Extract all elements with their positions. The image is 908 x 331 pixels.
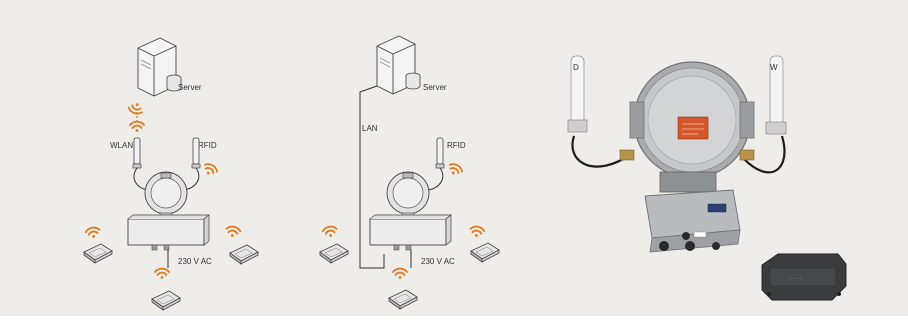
reader-enclosure-icon [128, 172, 209, 250]
rfid-tag-icon [230, 245, 258, 264]
reader-enclosure-icon [370, 172, 451, 250]
wlan-label: WLAN [110, 141, 133, 150]
antenna-icon [133, 138, 141, 168]
rfid-tag-icon [84, 244, 112, 263]
middle-diagram: Server LAN RFID 230 V AC [320, 36, 499, 309]
svg-text:· · · ·: · · · · [789, 276, 802, 282]
wifi-signal-icon [446, 162, 463, 178]
server-icon [138, 38, 181, 96]
left-antenna-label: D [573, 63, 579, 72]
antenna-icon: W [766, 56, 786, 134]
wifi-signal-icon [130, 122, 144, 132]
wifi-signal-icon [322, 226, 338, 239]
antenna-icon [192, 138, 200, 168]
rfid-tag-icon [471, 243, 499, 262]
wifi-signal-icon [201, 162, 218, 178]
reader-photo: D W [568, 56, 846, 300]
wifi-signal-icon [85, 227, 101, 240]
server-label: Server [178, 83, 202, 92]
rfid-label: RFID [198, 141, 217, 150]
rfid-label: RFID [447, 141, 466, 150]
wifi-signal-icon [128, 101, 145, 115]
wifi-signal-icon [469, 226, 485, 239]
lan-label: LAN [362, 124, 378, 133]
antenna-icon: D [568, 56, 587, 132]
server-label: Server [423, 83, 447, 92]
power-label: 230 V AC [421, 257, 455, 266]
wifi-signal-icon [225, 226, 241, 239]
rfid-tag-icon [152, 291, 180, 310]
rfid-tag-icon [320, 244, 348, 263]
wifi-signal-icon [393, 269, 407, 279]
power-label: 230 V AC [178, 257, 212, 266]
rfid-tag-icon [389, 290, 417, 309]
server-icon [377, 36, 420, 94]
wifi-signal-icon [155, 269, 169, 279]
right-antenna-label: W [770, 63, 778, 72]
antenna-icon [436, 138, 444, 168]
left-diagram: Server WLAN RFID 230 V AC [84, 38, 258, 310]
rfid-tag-icon: · · · · [762, 254, 846, 300]
